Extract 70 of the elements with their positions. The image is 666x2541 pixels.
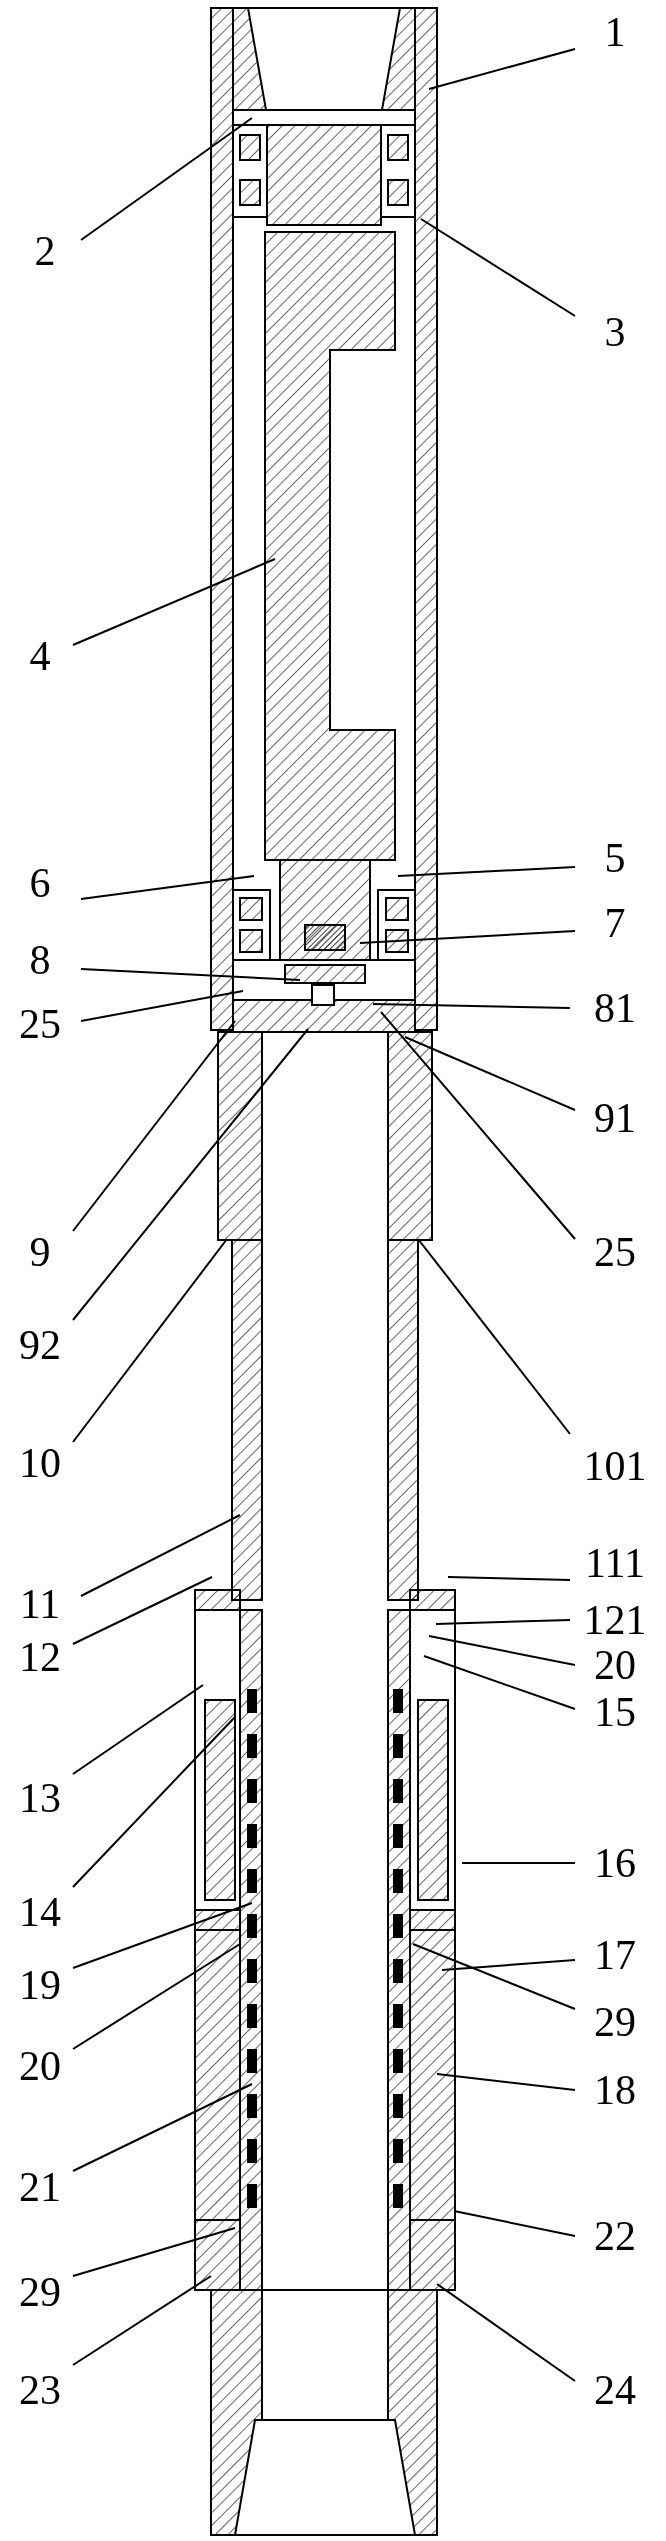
leader-line <box>72 1576 213 1645</box>
callout-number: 91 <box>594 1096 636 1140</box>
callout-number: 21 <box>19 2165 61 2209</box>
callout-number: 18 <box>594 2068 636 2112</box>
callout-number: 19 <box>19 1963 61 2007</box>
callout-number: 15 <box>594 1690 636 1734</box>
leader-line <box>380 1011 576 1240</box>
callout-number: 10 <box>19 1441 61 1485</box>
callout-number: 29 <box>594 2000 636 2044</box>
callout-number: 8 <box>29 938 51 982</box>
callout-number: 11 <box>19 1582 61 1626</box>
callout-number: 20 <box>19 2044 61 2088</box>
leader-line <box>461 1862 576 1864</box>
callout-number: 81 <box>594 986 636 1030</box>
callout-number: 92 <box>19 1323 61 1367</box>
leader-line <box>447 1576 571 1581</box>
callout-number: 5 <box>604 836 626 880</box>
callout-number: 25 <box>594 1230 636 1274</box>
callout-number: 16 <box>594 1841 636 1885</box>
leader-line <box>397 866 576 877</box>
leader-line <box>72 2083 253 2172</box>
callout-number: 12 <box>19 1635 61 1679</box>
leader-line <box>72 1943 241 2050</box>
leader-line <box>80 968 301 981</box>
leader-line <box>80 1514 241 1597</box>
leader-line <box>412 1943 576 2010</box>
leader-line <box>436 2283 576 2382</box>
leader-line <box>80 117 253 241</box>
callout-number: 101 <box>583 1444 647 1488</box>
leader-line <box>428 48 576 90</box>
callout-number: 3 <box>604 310 626 354</box>
leader-line <box>72 1028 309 1321</box>
leader-line <box>428 1635 576 1666</box>
callout-number: 9 <box>29 1230 51 1274</box>
leader-line <box>72 1716 236 1888</box>
callout-number: 23 <box>19 2368 61 2412</box>
leader-line <box>359 930 576 944</box>
leader-line <box>72 558 276 646</box>
callout-number: 22 <box>594 2214 636 2258</box>
leader-line <box>372 1003 571 1009</box>
leader-line <box>80 875 255 900</box>
callout-number: 7 <box>604 901 626 945</box>
leader-line <box>417 1238 571 1435</box>
callout-number: 2 <box>34 229 56 273</box>
leader-line <box>72 1902 253 1969</box>
leader-line <box>435 1619 571 1625</box>
callout-number: 29 <box>19 2270 61 2314</box>
leader-line <box>404 1036 576 1111</box>
callout-number: 6 <box>29 861 51 905</box>
leader-line <box>441 1959 576 1971</box>
leader-line <box>420 218 576 317</box>
leader-line <box>453 2210 576 2237</box>
callout-number: 20 <box>594 1643 636 1687</box>
callout-number: 4 <box>29 634 51 678</box>
leader-line <box>72 1020 236 1232</box>
leader-line <box>423 1655 576 1710</box>
callout-number: 121 <box>583 1598 647 1642</box>
leader-line <box>72 1684 204 1775</box>
callout-number: 1 <box>604 10 626 54</box>
callout-number: 14 <box>19 1890 61 1934</box>
callout-number: 111 <box>585 1541 645 1585</box>
callout-number: 25 <box>19 1002 61 1046</box>
callout-number: 13 <box>19 1776 61 1820</box>
leader-line <box>436 2073 576 2091</box>
callout-number: 24 <box>594 2368 636 2412</box>
leader-line <box>72 2227 236 2277</box>
leader-line <box>72 1238 228 1443</box>
leader-line <box>80 990 244 1022</box>
callout-number: 17 <box>594 1933 636 1977</box>
leader-line <box>72 2275 212 2366</box>
